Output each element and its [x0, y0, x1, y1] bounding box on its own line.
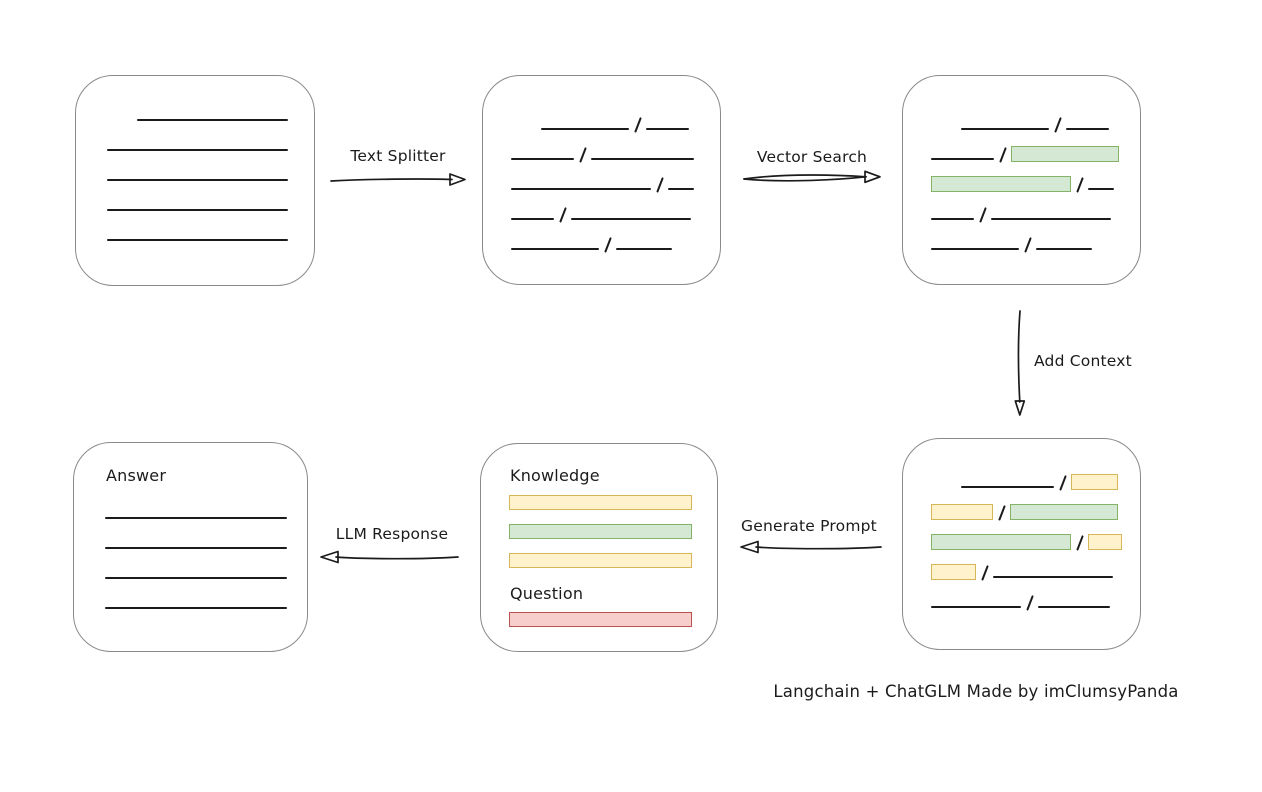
slash-separator	[1059, 475, 1067, 491]
chunk-row	[511, 194, 720, 224]
chunk-row	[931, 104, 1140, 134]
text-line	[931, 248, 1019, 250]
slash-separator	[999, 147, 1007, 163]
text-line	[541, 128, 629, 130]
answer-label: Answer	[106, 466, 167, 485]
add-context-label: Add Context	[1034, 352, 1132, 370]
answer-box: Answer	[73, 442, 308, 652]
text-splitter-label: Text Splitter	[350, 147, 446, 165]
chunk-row	[931, 492, 1140, 522]
add-context-arrow-icon	[1014, 310, 1026, 416]
chunk-row	[511, 224, 720, 254]
slash-separator	[604, 237, 612, 253]
answer-lines	[105, 517, 307, 609]
chunk-row	[511, 134, 720, 164]
text-line	[1038, 606, 1111, 608]
text-line	[931, 158, 994, 160]
text-line	[107, 179, 288, 181]
green-chunk	[1010, 504, 1119, 520]
text-line	[961, 486, 1054, 488]
slash-separator	[1076, 535, 1084, 551]
text-line	[511, 248, 599, 250]
knowledge-bars	[509, 495, 717, 568]
slash-separator	[979, 207, 987, 223]
text-line	[931, 218, 974, 220]
text-line	[137, 119, 288, 121]
text-line	[961, 128, 1049, 130]
text-line	[591, 158, 695, 160]
text-splitter-arrow-icon	[330, 173, 466, 186]
llm-response-label: LLM Response	[335, 525, 449, 543]
slash-separator	[1024, 237, 1032, 253]
text-line	[993, 576, 1114, 578]
chunk-row	[931, 164, 1140, 194]
chunk-row	[931, 522, 1140, 552]
chunk-row	[511, 164, 720, 194]
diagram-caption: Langchain + ChatGLM Made by imClumsyPand…	[773, 682, 1179, 701]
text-line	[105, 577, 287, 579]
text-line	[616, 248, 673, 250]
red-bar	[509, 612, 692, 627]
text-line	[107, 149, 288, 151]
text-line	[571, 218, 692, 220]
text-line	[668, 188, 695, 190]
text-line	[105, 607, 287, 609]
text-line	[511, 158, 574, 160]
source-document-box	[75, 75, 315, 286]
chunk-row	[931, 462, 1140, 492]
yellow-chunk	[931, 504, 993, 520]
slash-separator	[981, 565, 989, 581]
slash-separator	[1026, 595, 1034, 611]
slash-separator	[559, 207, 567, 223]
slash-separator	[1076, 177, 1084, 193]
green-chunk	[931, 534, 1071, 550]
split-chunks-box	[482, 75, 721, 285]
text-line	[511, 218, 554, 220]
text-line	[991, 218, 1112, 220]
question-label: Question	[510, 584, 584, 603]
green-chunk	[931, 176, 1071, 192]
text-line	[1066, 128, 1110, 130]
text-line	[1036, 248, 1093, 250]
slash-separator	[1054, 117, 1062, 133]
text-line	[105, 517, 287, 519]
green-chunk	[1011, 146, 1120, 162]
text-line	[511, 188, 651, 190]
matched-chunks-box	[902, 75, 1141, 285]
context-chunks-box	[902, 438, 1141, 650]
text-line	[107, 209, 288, 211]
generate-prompt-arrow-icon	[740, 540, 882, 554]
question-bars	[509, 612, 717, 627]
yellow-bar	[509, 495, 692, 510]
text-line	[105, 547, 287, 549]
generate-prompt-label: Generate Prompt	[741, 517, 877, 535]
chunk-row	[931, 582, 1140, 612]
yellow-chunk	[1088, 534, 1123, 550]
chunk-row	[931, 224, 1140, 254]
yellow-bar	[509, 553, 692, 568]
chunk-row	[931, 134, 1140, 164]
chunk-row	[931, 552, 1140, 582]
llm-response-arrow-icon	[320, 550, 459, 564]
yellow-chunk	[931, 564, 976, 580]
chunk-row	[511, 104, 720, 134]
chunk-row	[931, 194, 1140, 224]
prompt-box: Knowledge Question	[480, 443, 718, 652]
slash-separator	[656, 177, 664, 193]
slash-separator	[634, 117, 642, 133]
slash-separator	[998, 505, 1006, 521]
yellow-chunk	[1071, 474, 1119, 490]
vector-search-arrow-icon	[743, 170, 881, 184]
text-line	[1088, 188, 1115, 190]
text-line	[931, 606, 1021, 608]
slash-separator	[579, 147, 587, 163]
green-bar	[509, 524, 692, 539]
knowledge-label: Knowledge	[510, 466, 600, 485]
vector-search-label: Vector Search	[756, 148, 868, 166]
text-line	[646, 128, 690, 130]
text-line	[107, 239, 288, 241]
